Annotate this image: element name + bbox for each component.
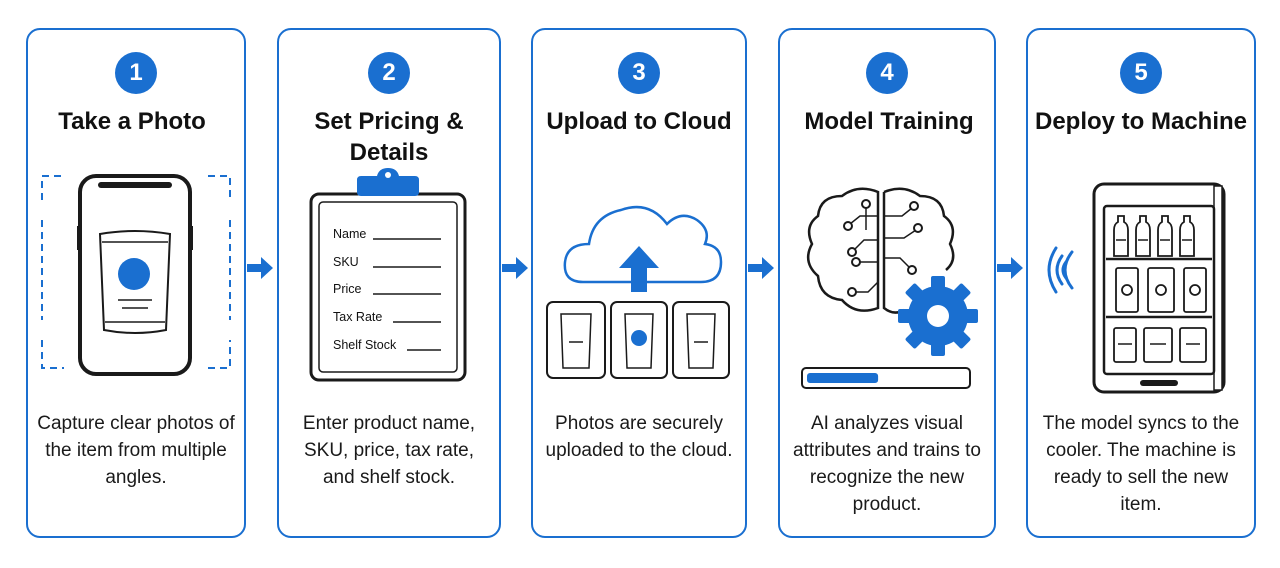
step-card-2: 2 Set Pricing & Details Name SKU Price T… xyxy=(277,28,501,538)
form-field-label: Name xyxy=(333,227,366,241)
form-field-label: Shelf Stock xyxy=(333,338,397,352)
step-number-badge: 3 xyxy=(618,52,660,94)
form-field-label: Price xyxy=(333,282,362,296)
arrow-right-icon xyxy=(748,257,774,279)
vending-machine-icon xyxy=(1047,182,1226,394)
step-number-badge: 1 xyxy=(115,52,157,94)
clipboard-form-icon: Name SKU Price Tax Rate Shelf Stock xyxy=(309,168,467,382)
step-card-5: 5 Deploy to Machine xyxy=(1026,28,1256,538)
wireless-signal-icon xyxy=(1055,250,1074,290)
step-title: Model Training xyxy=(804,108,974,135)
form-field-label: Tax Rate xyxy=(333,310,382,324)
step-number-badge: 4 xyxy=(866,52,908,94)
step-title: Take a Photo xyxy=(58,108,206,135)
step-card-4: 4 Model Training xyxy=(778,28,996,538)
training-progress-fill xyxy=(807,373,879,383)
arrow-right-icon xyxy=(502,257,528,279)
phone-camera-icon xyxy=(41,174,231,376)
step-card-3: 3 Upload to Cloud Photos are securely up… xyxy=(531,28,747,538)
step-description: Enter product name, SKU, price, tax rate… xyxy=(302,413,476,488)
arrow-right-icon xyxy=(997,257,1023,279)
step-description: The model syncs to the cooler. The machi… xyxy=(1042,413,1240,515)
step-number-badge: 5 xyxy=(1120,52,1162,94)
step-title: Upload to Cloud xyxy=(546,108,732,135)
step-title: Set Pricing & Details xyxy=(314,108,464,166)
step-description: AI analyzes visual attributes and trains… xyxy=(793,413,981,515)
step-description: Capture clear photos of the item from mu… xyxy=(37,413,235,488)
cloud-upload-icon xyxy=(546,205,730,379)
step-title: Deploy to Machine xyxy=(1034,108,1248,135)
form-field-label: SKU xyxy=(333,255,359,269)
step-card-1: 1 Take a Photo Capture clear photos of t… xyxy=(26,28,246,538)
brain-gear-icon xyxy=(801,187,978,389)
arrow-right-icon xyxy=(247,257,273,279)
step-description: Photos are securely uploaded to the clou… xyxy=(545,413,733,461)
step-number-badge: 2 xyxy=(368,52,410,94)
